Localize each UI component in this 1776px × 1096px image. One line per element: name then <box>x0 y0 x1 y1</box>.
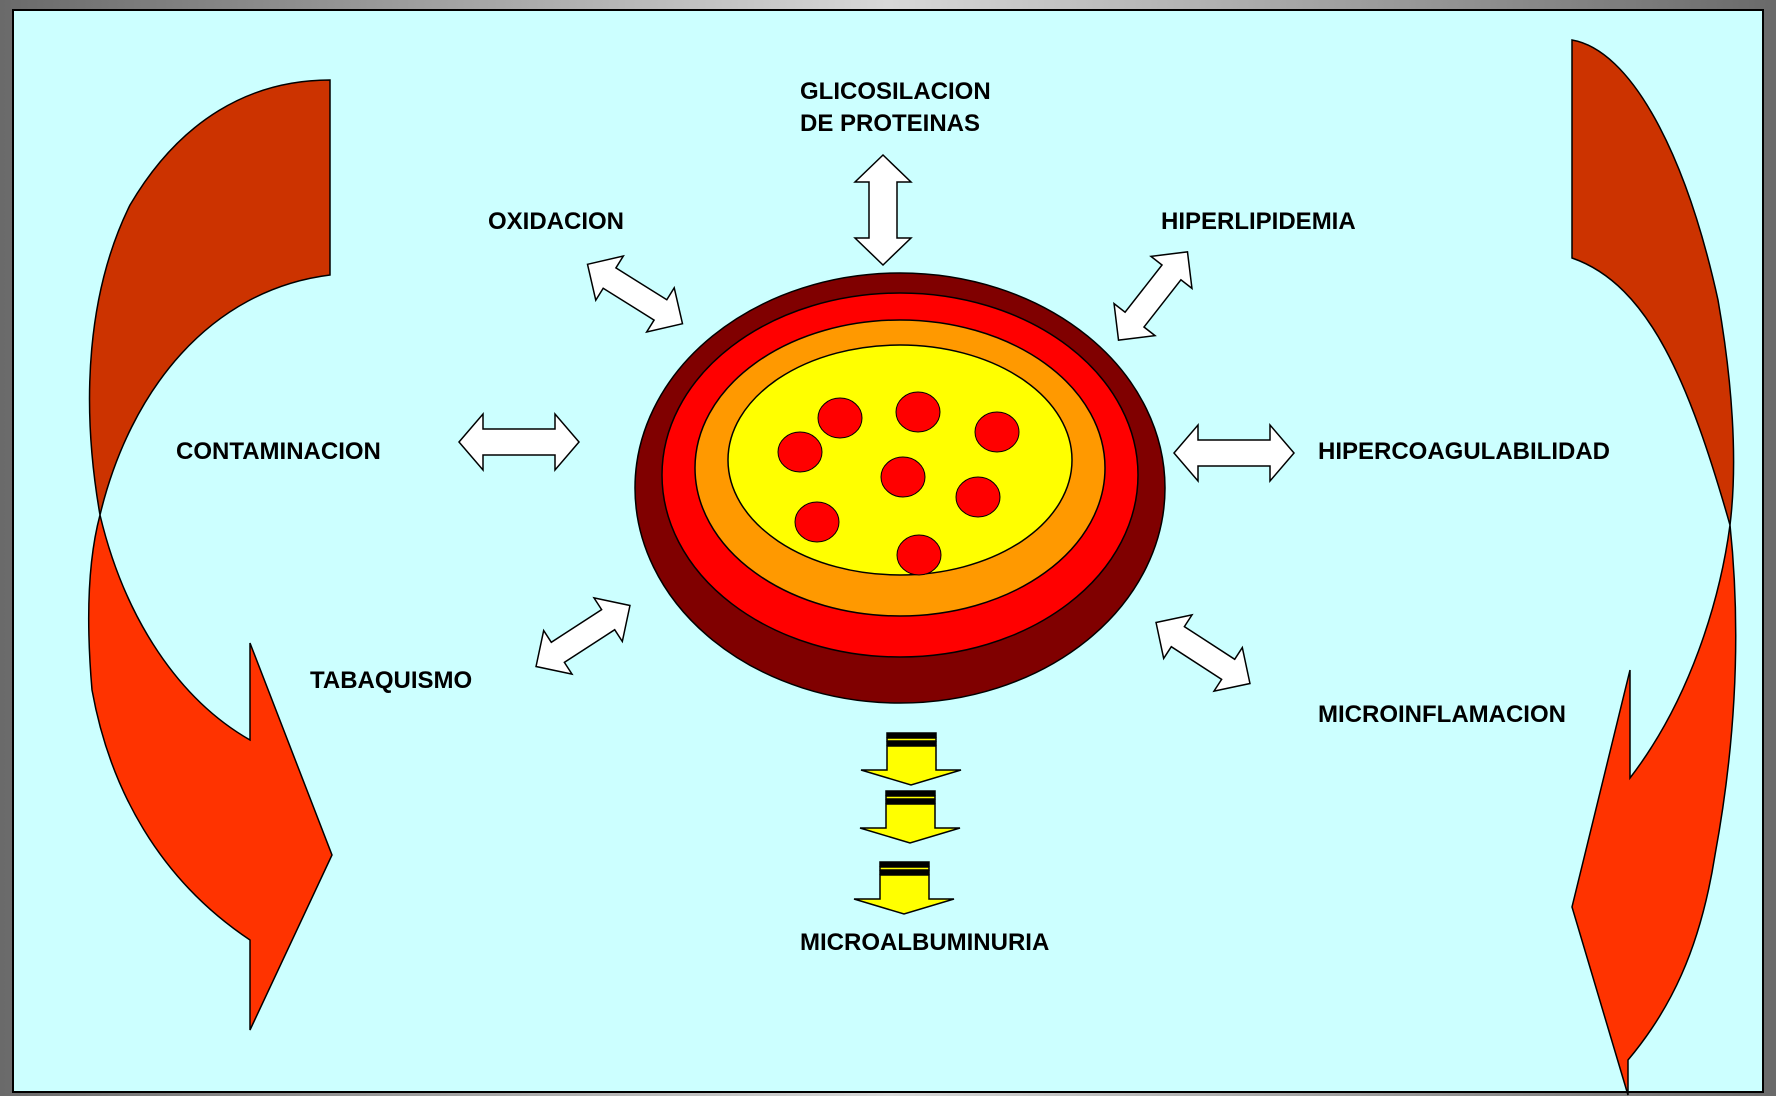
central-vessel <box>635 273 1165 703</box>
red-dot <box>975 412 1019 452</box>
label-hipercoagulabilidad: HIPERCOAGULABILIDAD <box>1318 438 1610 465</box>
label-tabaquismo: TABAQUISMO <box>310 667 472 694</box>
red-dot <box>956 477 1000 517</box>
red-dot <box>881 457 925 497</box>
red-dot <box>896 392 940 432</box>
red-dot <box>818 398 862 438</box>
label-hiperlipidemia: HIPERLIPIDEMIA <box>1161 208 1356 235</box>
red-dot <box>778 432 822 472</box>
label-microalbuminuria: MICROALBUMINURIA <box>800 929 1049 956</box>
label-glicosilacion-line1: GLICOSILACION <box>800 78 991 105</box>
label-contaminacion: CONTAMINACION <box>176 438 381 465</box>
label-oxidacion: OXIDACION <box>488 208 624 235</box>
red-dot <box>897 535 941 575</box>
label-microinflamacion: MICROINFLAMACION <box>1318 701 1566 728</box>
red-dot <box>795 502 839 542</box>
label-glicosilacion-line2: DE PROTEINAS <box>800 110 980 137</box>
